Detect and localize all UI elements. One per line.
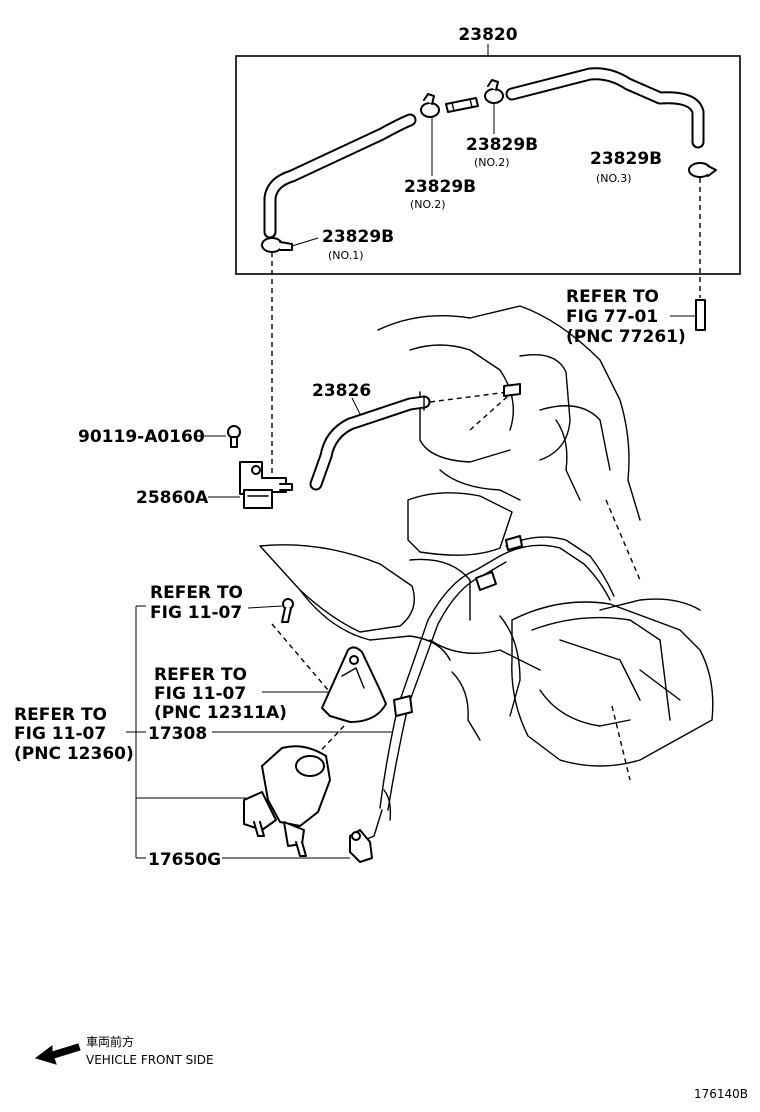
label-23829b-no1: 23829B [322, 227, 394, 247]
stay-17650g-icon [349, 829, 373, 863]
label-23820: 23820 [458, 25, 517, 45]
ref-fig77-line2: FIG 77-01 [566, 307, 658, 327]
label-23829b-no1-note: (NO.1) [328, 249, 364, 262]
wire-harness-icon [359, 535, 615, 843]
figure-id: 176140B [694, 1087, 748, 1101]
vehicle-front-en: VEHICLE FRONT SIDE [86, 1053, 214, 1067]
ref-fig11-12311a-line3: (PNC 12311A) [154, 703, 287, 723]
vsv-valve-icon [239, 461, 293, 509]
clamp-no2-left-icon [420, 93, 440, 118]
label-23826: 23826 [312, 381, 371, 401]
engine-mount-icon [243, 745, 331, 857]
ref-fig11-12311a-line1: REFER TO [154, 665, 247, 685]
vehicle-front-jp: 車両前方 [86, 1034, 134, 1049]
label-23829b-no2-lower: 23829B [404, 177, 476, 197]
bracket-17308-icon [321, 646, 387, 723]
vehicle-front-arrow-icon [34, 1043, 81, 1065]
bolt-fig11-icon [281, 598, 294, 623]
ref-fig11-bolt-line1: REFER TO [150, 583, 243, 603]
label-23829b-no2-lower-note: (NO.2) [410, 198, 446, 211]
ref-fig11-12311a-line2: FIG 11-07 [154, 684, 246, 704]
hose-right-icon [505, 67, 705, 149]
engine-outline-icon [259, 305, 714, 767]
label-23829b-no3-note: (NO.3) [596, 172, 632, 185]
ref-fig11-bolt-line2: FIG 11-07 [150, 603, 242, 623]
clamp-no3-icon [688, 162, 717, 178]
ref-fig77-line3: (PNC 77261) [566, 327, 686, 347]
ref-fig11-12360-line3: (PNC 12360) [14, 744, 134, 764]
label-17308: 17308 [148, 724, 207, 744]
ref-fig11-12360-line1: REFER TO [14, 705, 107, 725]
label-17650g: 17650G [148, 850, 221, 870]
clamp-no1-icon [261, 237, 293, 253]
connector-pipe-icon [445, 97, 479, 113]
hose-23826-icon [309, 395, 431, 491]
label-90119-a0160: 90119-A0160 [78, 427, 205, 447]
hose-left-icon [263, 113, 417, 239]
label-25860a: 25860A [136, 488, 209, 508]
ref-fig77-line1: REFER TO [566, 287, 659, 307]
ref-fig11-12360-line2: FIG 11-07 [14, 724, 106, 744]
label-23829b-no3: 23829B [590, 149, 662, 169]
bolt-icon [227, 425, 241, 448]
pipe-stub-icon [695, 299, 706, 331]
label-23829b-no2-upper: 23829B [466, 135, 538, 155]
label-23829b-no2-upper-note: (NO.2) [474, 156, 510, 169]
clamp-no2-right-icon [484, 79, 504, 104]
